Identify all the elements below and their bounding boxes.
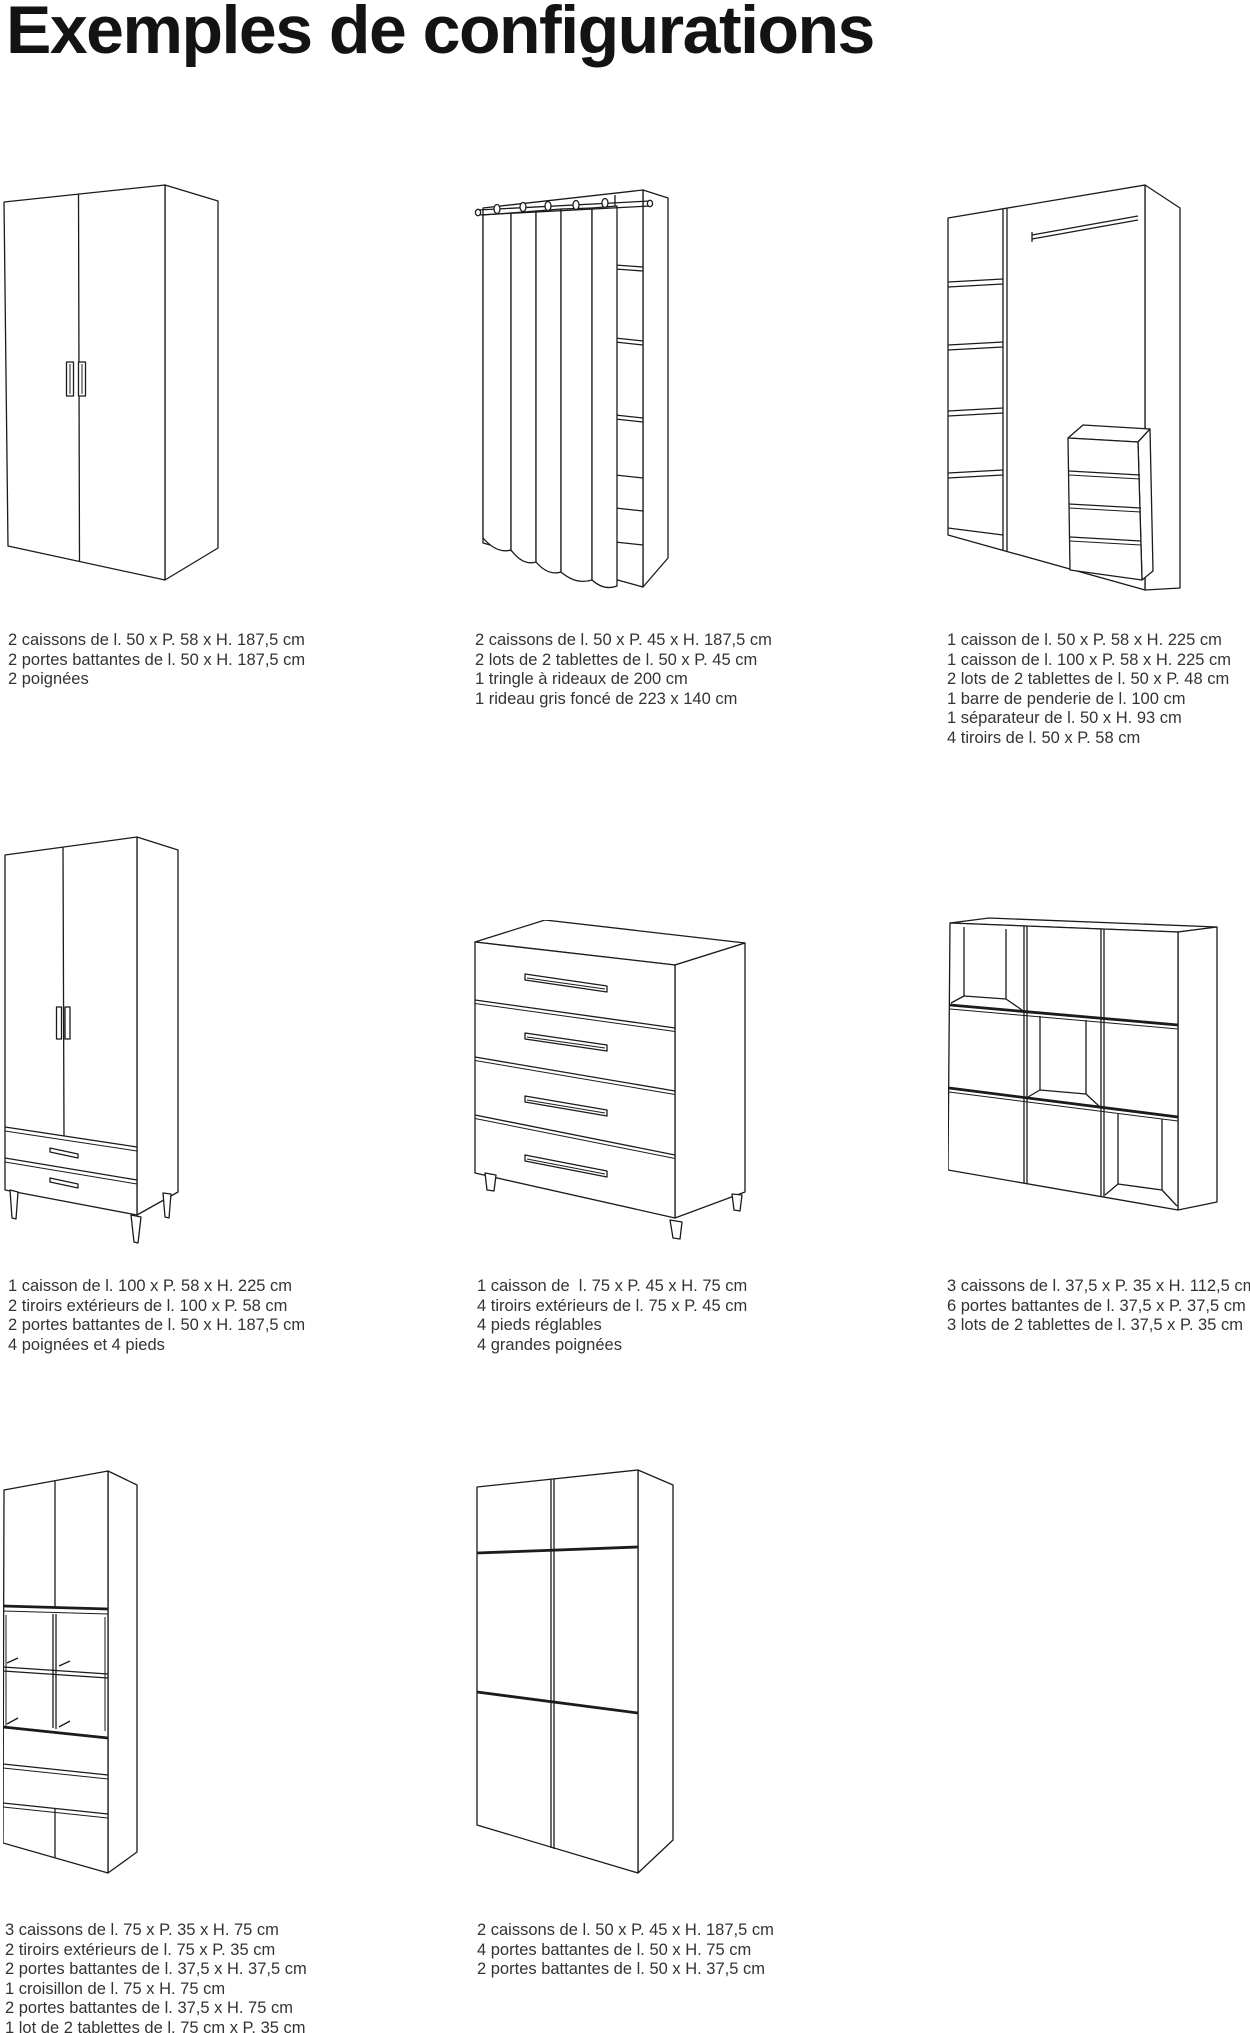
spec-line: 2 portes battantes de l. 37,5 x H. 75 cm	[5, 1999, 293, 2017]
illustration-tall-mixed-column	[3, 1470, 138, 1874]
spec-line: 4 tiroirs extérieurs de l. 75 x P. 45 cm	[477, 1296, 748, 1315]
illustration-open-wardrobe-drawers	[947, 184, 1181, 591]
illustration-cube-storage-3x3	[948, 917, 1218, 1211]
spec-line: 1 lot de 2 tablettes de l. 75 cm x P. 35…	[5, 2018, 306, 2033]
spec-line: 1 caisson de l. 100 x P. 58 x H. 225 cm	[8, 1277, 293, 1295]
spec-line: 2 poignées	[8, 670, 89, 688]
spec-line: 4 grandes poignées	[477, 1335, 622, 1354]
spec-line: 2 caissons de l. 50 x P. 45 x H. 187,5 c…	[477, 1921, 774, 1939]
spec-line: 1 séparateur de l. 50 x H. 93 cm	[947, 709, 1182, 727]
spec-line: 1 caisson de l. 100 x P. 58 x H. 225 cm	[947, 650, 1232, 669]
spec-line: 2 portes battantes de l. 50 x H. 187,5 c…	[8, 650, 306, 669]
spec-line: 2 portes battantes de l. 37,5 x H. 37,5 …	[5, 1960, 307, 1978]
config-1-specs: 2 caissons de l. 50 x P. 58 x H. 187,5 c…	[8, 631, 305, 690]
spec-line: 1 caisson de l. 75 x P. 45 x H. 75 cm	[477, 1277, 748, 1295]
spec-line: 4 tiroirs de l. 50 x P. 58 cm	[947, 728, 1141, 747]
spec-line: 1 caisson de l. 50 x P. 58 x H. 225 cm	[947, 631, 1222, 649]
spec-line: 4 pieds réglables	[477, 1316, 602, 1334]
config-2-specs: 2 caissons de l. 50 x P. 45 x H. 187,5 c…	[475, 631, 772, 709]
illustration-curtain-storage	[474, 189, 669, 589]
spec-line: 4 portes battantes de l. 50 x H. 75 cm	[477, 1940, 752, 1959]
config-5-specs: 1 caisson de l. 75 x P. 45 x H. 75 cm 4 …	[477, 1277, 747, 1355]
spec-line: 2 caissons de l. 50 x P. 58 x H. 187,5 c…	[8, 631, 305, 649]
spec-line: 2 tiroirs extérieurs de l. 75 x P. 35 cm	[5, 1940, 276, 1959]
illustration-wardrobe-doors-drawers-legs	[4, 836, 179, 1244]
spec-line: 2 portes battantes de l. 50 x H. 37,5 cm	[477, 1960, 765, 1978]
illustration-wardrobe-four-doors	[476, 1469, 674, 1874]
spec-line: 2 lots de 2 tablettes de l. 50 x P. 48 c…	[947, 670, 1230, 688]
spec-line: 2 caissons de l. 50 x P. 45 x H. 187,5 c…	[475, 631, 772, 649]
spec-line: 1 barre de penderie de l. 100 cm	[947, 689, 1186, 708]
config-8-specs: 2 caissons de l. 50 x P. 45 x H. 187,5 c…	[477, 1921, 774, 1980]
illustration-wardrobe-two-doors	[3, 184, 219, 581]
spec-line: 2 portes battantes de l. 50 x H. 187,5 c…	[8, 1316, 306, 1334]
config-4-specs: 1 caisson de l. 100 x P. 58 x H. 225 cm …	[8, 1277, 305, 1355]
spec-line: 1 rideau gris foncé de 223 x 140 cm	[475, 689, 738, 708]
config-3-specs: 1 caisson de l. 50 x P. 58 x H. 225 cm 1…	[947, 631, 1231, 748]
spec-line: 6 portes battantes de l. 37,5 x P. 37,5 …	[947, 1296, 1246, 1315]
illustration-chest-four-drawers	[474, 920, 746, 1240]
spec-line: 2 tiroirs extérieurs de l. 100 x P. 58 c…	[8, 1296, 288, 1315]
page-title: Exemples de configurations	[6, 0, 875, 68]
spec-line: 3 caissons de l. 75 x P. 35 x H. 75 cm	[5, 1921, 279, 1939]
spec-line: 1 tringle à rideaux de 200 cm	[475, 670, 688, 688]
spec-line: 2 lots de 2 tablettes de l. 50 x P. 45 c…	[475, 650, 758, 669]
config-6-specs: 3 caissons de l. 37,5 x P. 35 x H. 112,5…	[947, 1277, 1250, 1336]
spec-line: 4 poignées et 4 pieds	[8, 1335, 165, 1354]
spec-line: 3 caissons de l. 37,5 x P. 35 x H. 112,5…	[947, 1277, 1250, 1295]
config-7-specs: 3 caissons de l. 75 x P. 35 x H. 75 cm 2…	[5, 1921, 307, 2033]
spec-line: 1 croisillon de l. 75 x H. 75 cm	[5, 1979, 226, 1998]
spec-line: 3 lots de 2 tablettes de l. 37,5 x P. 35…	[947, 1316, 1243, 1334]
